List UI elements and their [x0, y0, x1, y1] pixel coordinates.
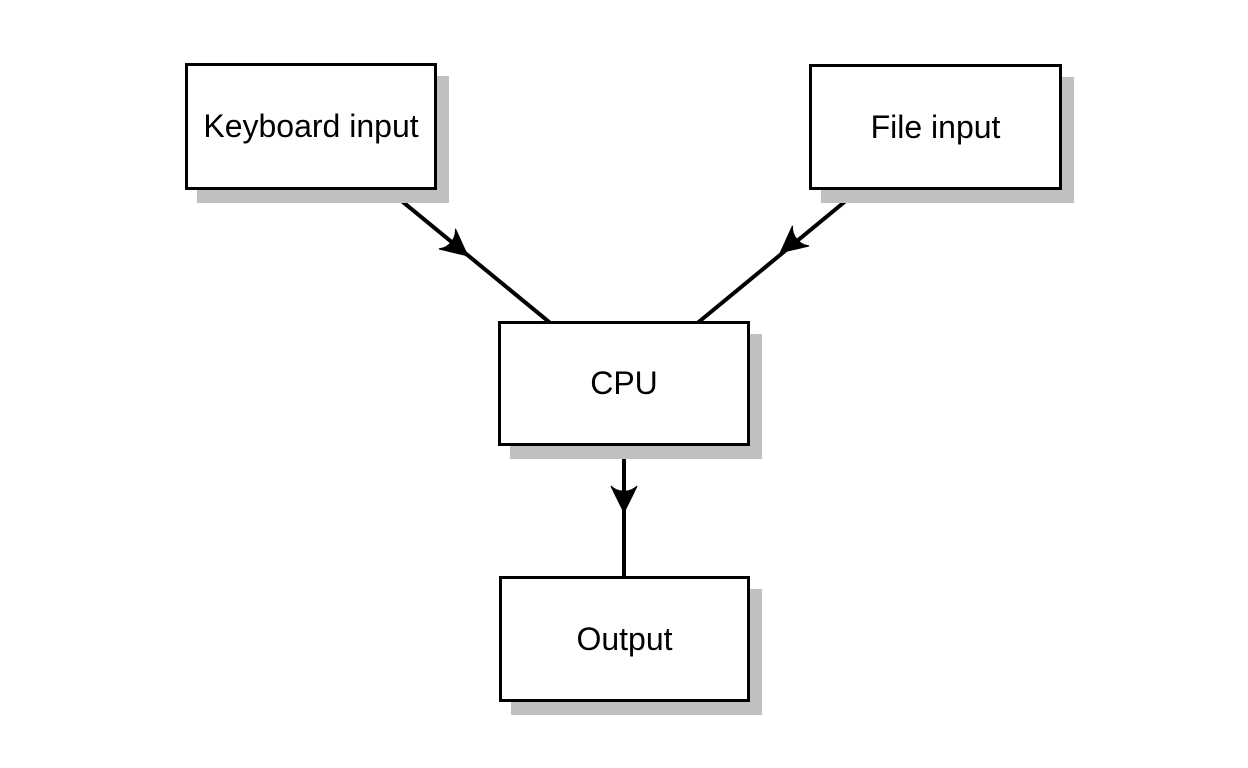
output-node-box: [499, 576, 750, 702]
arrowhead-cpu-to-output-icon: [610, 485, 638, 515]
keyboard-input-node-box: [185, 63, 437, 190]
cpu-node-box: [498, 321, 750, 446]
arrowhead-keyboard-input-to-cpu-icon: [438, 228, 469, 257]
file-input-node-box: [809, 64, 1062, 190]
arrowhead-file-input-to-cpu-icon: [779, 225, 810, 254]
